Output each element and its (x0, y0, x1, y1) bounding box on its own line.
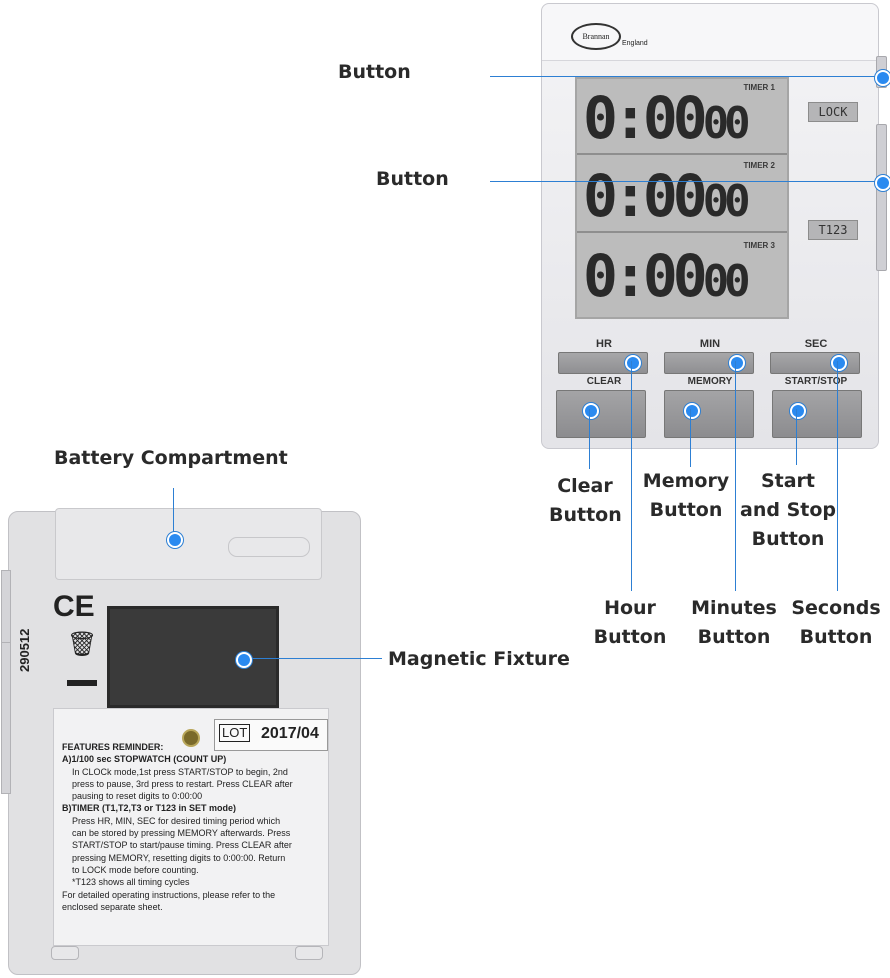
battery-compartment-cover[interactable] (55, 508, 322, 580)
features-text: FEATURES REMINDER: A)1/100 sec STOPWATCH… (62, 741, 322, 913)
memory-key-label: MEMORY (687, 376, 733, 387)
features-label: LOT 2017/04 FEATURES REMINDER: A)1/100 s… (53, 708, 329, 946)
magnetic-fixture (107, 606, 279, 708)
memory-button[interactable] (664, 390, 754, 438)
features-title: FEATURES REMINDER: (62, 742, 164, 752)
start-stop-button[interactable] (772, 390, 862, 438)
marker-hr-button (625, 355, 641, 371)
section-b-line: *T123 shows all timing cycles (72, 877, 190, 888)
back-side-button-top (1, 570, 11, 652)
back-side-button-lower (1, 642, 11, 794)
clear-button[interactable] (556, 390, 646, 438)
timer-3-row: TIMER 3 0:0000 (577, 237, 787, 311)
foot-left (51, 946, 79, 960)
section-b-line: to LOCK mode before counting. (72, 864, 199, 875)
timer-3-digits: 0:0000 (583, 242, 751, 310)
timer-3-label: TIMER 3 (743, 241, 775, 250)
section-b-line: Press HR, MIN, SEC for desired timing pe… (72, 815, 281, 826)
section-a-line: press to pause, 3rd press to restart. Pr… (72, 778, 293, 789)
section-a-line: pausing to reset digits to 0:00:00 (72, 791, 203, 802)
leader-startstop-button (796, 409, 797, 465)
lcd-display: TIMER 1 0:0000 TIMER 2 0:0000 TIMER 3 0:… (575, 77, 789, 319)
brand-logo: Brannan (571, 23, 621, 50)
brand-subtitle: England (622, 40, 648, 47)
timer-1-label: TIMER 1 (743, 83, 775, 92)
section-b-line: START/STOP to start/pause timing. Press … (72, 840, 292, 851)
marker-button-1 (875, 70, 890, 86)
callout-battery-compartment: Battery Compartment (54, 447, 288, 469)
leader-min-button (735, 361, 736, 591)
startstop-key-label: START/STOP (784, 376, 848, 387)
section-a-title: A)1/100 sec STOPWATCH (COUNT UP) (62, 754, 227, 765)
t123-indicator: T123 (808, 220, 858, 240)
ce-mark: CE (53, 590, 95, 623)
timer-2-label: TIMER 2 (743, 161, 775, 170)
back-timer-device: CE 290512 🗑 LOT 2017/04 FEATURES REMINDE… (1, 508, 361, 975)
timer-1-digits: 0:0000 (583, 84, 751, 152)
product-code: 290512 (17, 628, 32, 672)
leader-button-2 (490, 181, 880, 182)
front-timer-device: Brannan England TIMER 1 0:0000 TIMER 2 0… (541, 3, 887, 449)
section-a-line: In CLOCk mode,1st press START/STOP to be… (72, 766, 288, 777)
marker-startstop-button (790, 403, 806, 419)
section-b-title: B)TIMER (T1,T2,T3 or T123 in SET mode) (62, 803, 237, 814)
marker-min-button (729, 355, 745, 371)
weee-bar (67, 680, 97, 686)
lot-date: 2017/04 (261, 725, 319, 742)
leader-memory-button (690, 409, 691, 467)
hr-key-label: HR (596, 338, 612, 350)
marker-magnetic-fixture (236, 652, 252, 668)
leader-magnetic-fixture (242, 658, 382, 659)
timer-2-digits: 0:0000 (583, 162, 751, 230)
leader-button-1 (490, 76, 880, 77)
side-button-mode-switch[interactable] (876, 124, 887, 271)
section-b-line: pressing MEMORY, resetting digits to 0:0… (72, 852, 286, 863)
screw-icon (182, 729, 200, 747)
closing-line: enclosed separate sheet. (62, 901, 163, 912)
callout-button-2: Button (376, 168, 449, 190)
battery-cover-grip (228, 537, 310, 557)
marker-sec-button (831, 355, 847, 371)
leader-hr-button (631, 361, 632, 591)
front-top-panel: Brannan England (542, 4, 878, 61)
timer-1-row: TIMER 1 0:0000 (577, 79, 787, 155)
leader-sec-button (837, 361, 838, 591)
callout-magnetic-fixture: Magnetic Fixture (388, 648, 570, 670)
leader-clear-button (589, 409, 590, 469)
marker-battery-compartment (167, 532, 183, 548)
lot-box: LOT 2017/04 (214, 719, 328, 751)
leader-battery-compartment (173, 488, 174, 538)
foot-right (295, 946, 323, 960)
clear-key-label: CLEAR (586, 376, 622, 387)
sec-key-label: SEC (804, 338, 828, 350)
lock-indicator: LOCK (808, 102, 858, 122)
section-b-line: can be stored by pressing MEMORY afterwa… (72, 828, 291, 839)
lot-mark: LOT (219, 724, 251, 742)
closing-line: For detailed operating instructions, ple… (62, 889, 276, 900)
marker-button-2 (875, 175, 890, 191)
weee-bin-icon: 🗑 (67, 631, 98, 658)
marker-clear-button (583, 403, 599, 419)
callout-button-1: Button (338, 61, 411, 83)
min-key-label: MIN (699, 338, 721, 350)
marker-memory-button (684, 403, 700, 419)
timer-2-row: TIMER 2 0:0000 (577, 157, 787, 233)
